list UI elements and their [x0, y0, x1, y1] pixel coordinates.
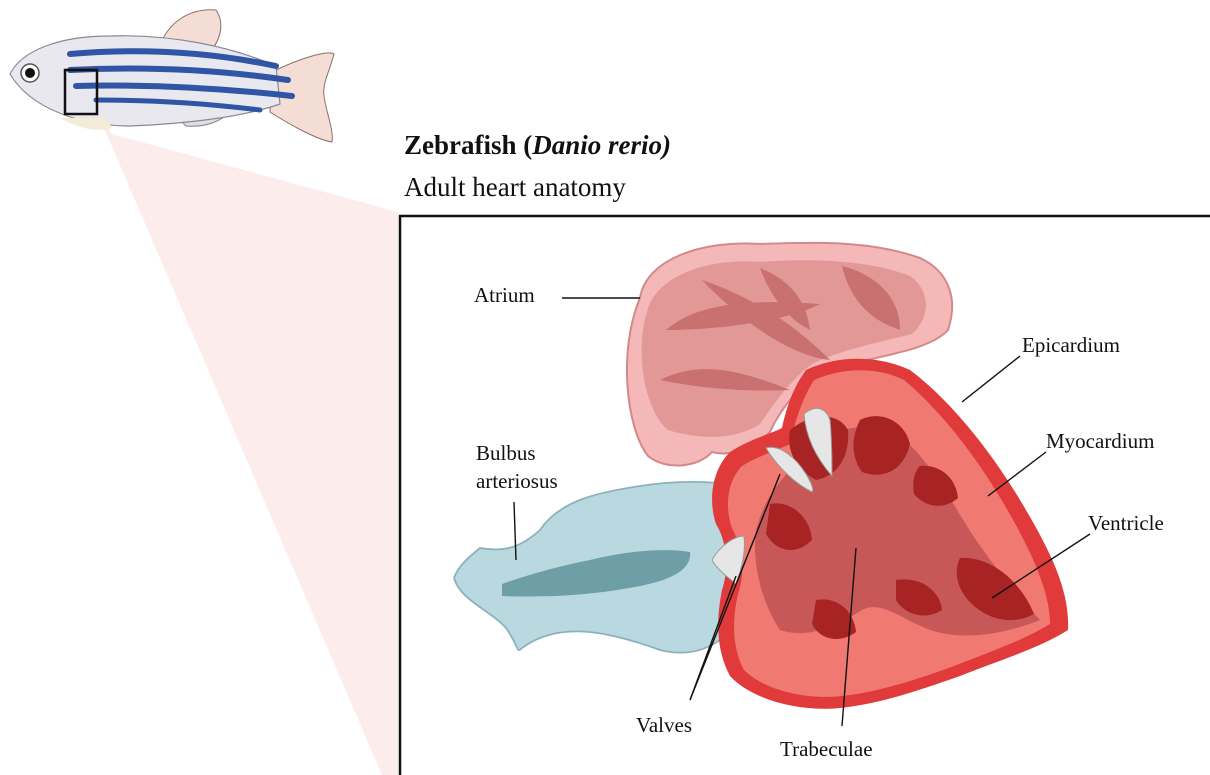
- label-valves: Valves: [636, 713, 692, 737]
- label-trabeculae: Trabeculae: [780, 737, 873, 761]
- label-bulbus-line1: Bulbus: [476, 441, 536, 465]
- label-atrium: Atrium: [474, 283, 535, 307]
- label-bulbus-line2: arteriosus: [476, 469, 558, 493]
- fish-belly: [60, 118, 112, 130]
- fish-pupil: [25, 68, 35, 78]
- zoom-wedge: [98, 114, 398, 775]
- label-epicardium: Epicardium: [1022, 333, 1120, 357]
- bulbus-arteriosus: [454, 482, 756, 653]
- epicardium-pointer: [962, 356, 1020, 402]
- page-title: Zebrafish (Danio rerio): [404, 130, 671, 161]
- label-myocardium: Myocardium: [1046, 429, 1154, 453]
- title-prefix: Zebrafish (: [404, 130, 532, 160]
- title-species: Danio rerio): [532, 130, 671, 160]
- zebrafish-illustration: [10, 10, 334, 142]
- label-ventricle: Ventricle: [1088, 511, 1164, 535]
- page-subtitle: Adult heart anatomy: [404, 172, 626, 203]
